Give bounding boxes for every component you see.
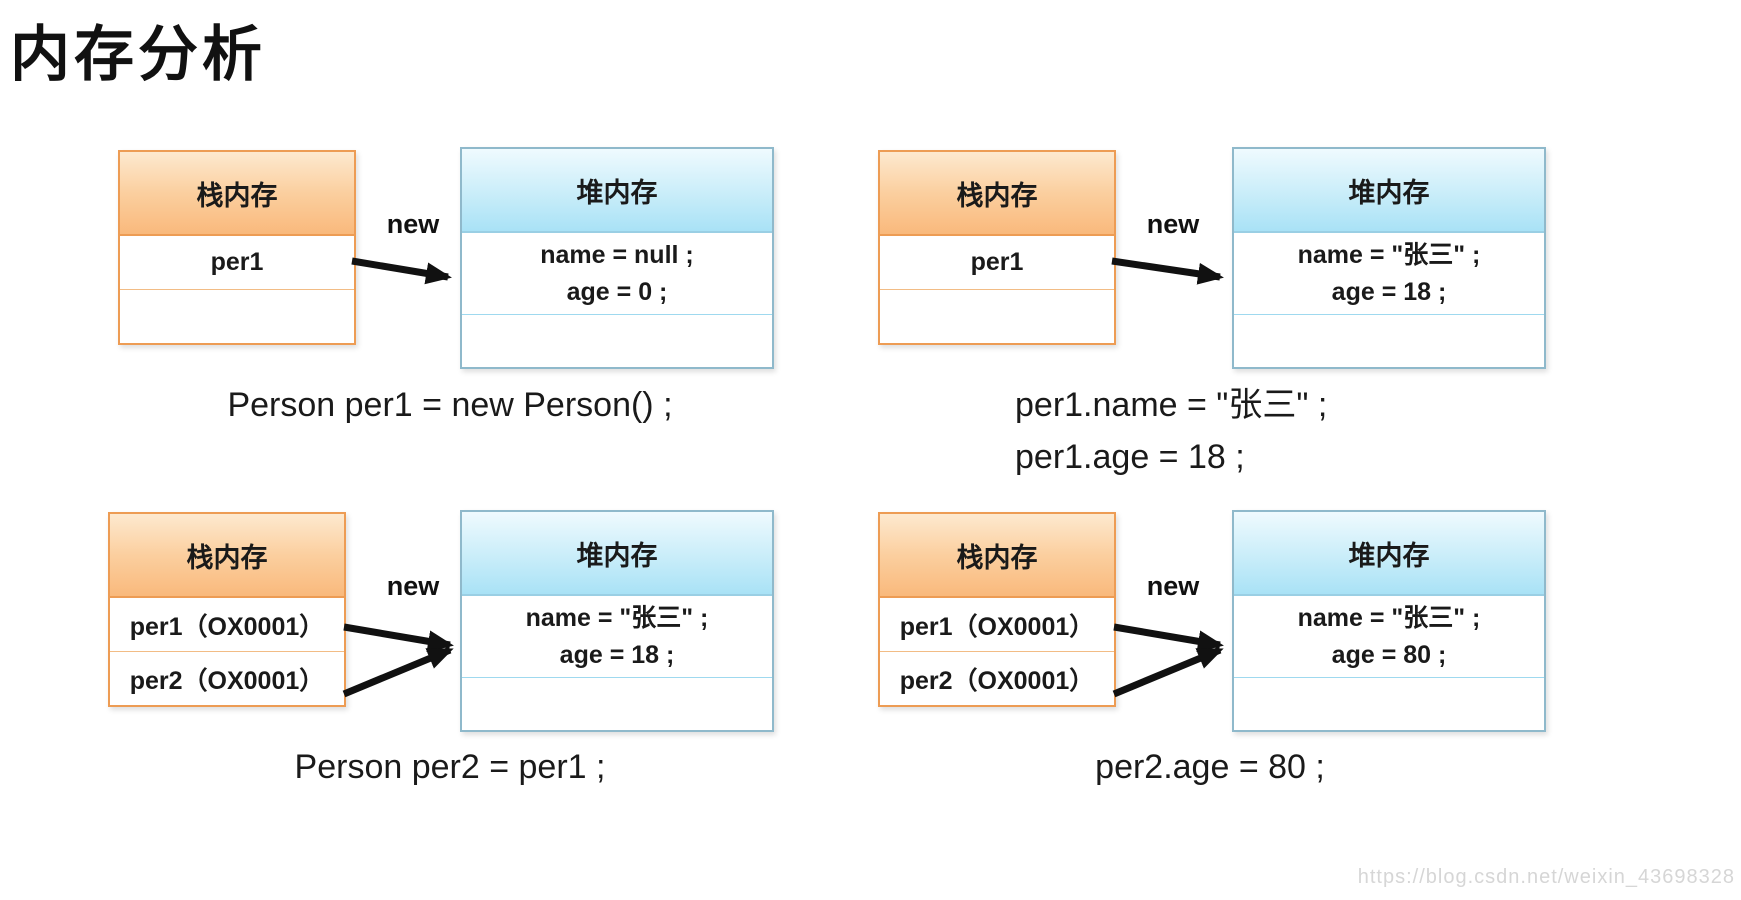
stack-row-per1: per1（OX0001） xyxy=(880,598,1114,652)
stack-row-empty xyxy=(120,290,354,343)
heap-memory-header: 堆内存 xyxy=(1234,512,1544,596)
stack-memory-box: 栈内存 per1 xyxy=(118,150,356,345)
stack-memory-header: 栈内存 xyxy=(880,514,1114,598)
heap-field-age: age = 80 ; xyxy=(1331,640,1447,669)
csdn-watermark: https://blog.csdn.net/weixin_43698328 xyxy=(1357,866,1735,888)
heap-empty-row xyxy=(462,315,772,367)
memory-panel-new-person: 栈内存 per1 new 堆内存 name = null ; age = 0 ;… xyxy=(100,145,800,495)
stack-row-per1: per1（OX0001） xyxy=(110,598,344,652)
heap-empty-row xyxy=(1234,678,1544,730)
stack-row-empty xyxy=(880,290,1114,343)
new-arrow-icon xyxy=(351,257,452,285)
code-caption: per2.age = 80 ; xyxy=(1095,748,1325,786)
memory-panel-assign-reference: 栈内存 per1（OX0001） per2（OX0001） new 堆内存 na… xyxy=(100,507,800,857)
heap-empty-row xyxy=(462,678,772,730)
heap-memory-header: 堆内存 xyxy=(1234,149,1544,233)
new-arrow-icon xyxy=(1111,257,1224,285)
heap-fields: name = "张三" ; age = 80 ; xyxy=(1234,596,1544,678)
heap-field-name: name = "张三" ; xyxy=(1297,240,1481,269)
heap-memory-box: 堆内存 name = "张三" ; age = 18 ; xyxy=(1232,147,1546,369)
new-arrows-icon xyxy=(342,623,454,698)
stack-memory-box: 栈内存 per1 xyxy=(878,150,1116,345)
stack-memory-header: 栈内存 xyxy=(120,152,354,236)
new-arrow-label: new xyxy=(1146,571,1200,601)
heap-fields: name = "张三" ; age = 18 ; xyxy=(462,596,772,678)
code-caption-line2: per1.age = 18 ; xyxy=(1015,438,1245,476)
heap-field-name: name = "张三" ; xyxy=(1297,603,1481,632)
heap-field-name: name = "张三" ; xyxy=(525,603,709,632)
stack-row-per1: per1 xyxy=(120,236,354,290)
memory-panel-set-fields: 栈内存 per1 new 堆内存 name = "张三" ; age = 18 … xyxy=(860,145,1560,495)
stack-row-per2: per2（OX0001） xyxy=(899,666,1095,695)
stack-memory-box: 栈内存 per1（OX0001） per2（OX0001） xyxy=(878,512,1116,707)
heap-fields: name = null ; age = 0 ; xyxy=(462,233,772,315)
heap-memory-header: 堆内存 xyxy=(462,512,772,596)
new-arrow-label: new xyxy=(386,571,440,601)
heap-field-age: age = 0 ; xyxy=(566,277,668,306)
heap-field-name: name = null ; xyxy=(540,240,694,269)
memory-panel-change-age: 栈内存 per1（OX0001） per2（OX0001） new 堆内存 na… xyxy=(860,507,1560,857)
code-caption: Person per2 = per1 ; xyxy=(294,748,606,786)
heap-memory-box: 堆内存 name = null ; age = 0 ; xyxy=(460,147,774,369)
stack-row-per2: per2（OX0001） xyxy=(129,666,325,695)
heap-field-age: age = 18 ; xyxy=(559,640,675,669)
new-arrow-label: new xyxy=(386,209,440,239)
heap-field-age: age = 18 ; xyxy=(1331,277,1447,306)
new-arrow-label: new xyxy=(1146,209,1200,239)
heap-memory-box: 堆内存 name = "张三" ; age = 80 ; xyxy=(1232,510,1546,732)
page-title: 内存分析 xyxy=(10,21,266,88)
code-caption: per1.name = "张三" ; per1.age = 18 ; xyxy=(1015,379,1327,483)
stack-memory-box: 栈内存 per1（OX0001） per2（OX0001） xyxy=(108,512,346,707)
heap-memory-header: 堆内存 xyxy=(462,149,772,233)
new-arrows-icon xyxy=(1112,623,1224,698)
stack-memory-header: 栈内存 xyxy=(880,152,1114,236)
heap-empty-row xyxy=(1234,315,1544,367)
stack-memory-header: 栈内存 xyxy=(110,514,344,598)
code-caption-line1: per1.name = "张三" ; xyxy=(1015,386,1328,424)
code-caption: Person per1 = new Person() ; xyxy=(227,386,673,424)
heap-fields: name = "张三" ; age = 18 ; xyxy=(1234,233,1544,315)
heap-memory-box: 堆内存 name = "张三" ; age = 18 ; xyxy=(460,510,774,732)
stack-row-per1: per1 xyxy=(880,236,1114,290)
